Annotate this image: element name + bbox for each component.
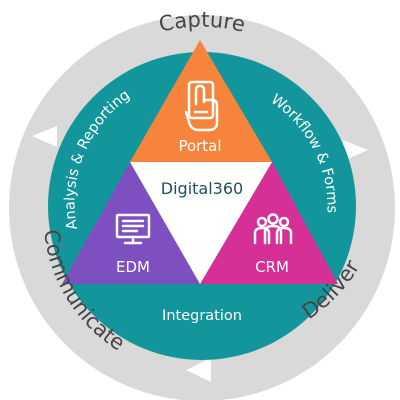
arrow-bottom-icon — [186, 358, 211, 382]
arrow-right-icon — [343, 140, 368, 161]
edm-segment[interactable] — [62, 162, 200, 284]
arrow-left-icon — [32, 126, 57, 147]
people-group-icon — [253, 213, 293, 245]
portal-segment[interactable] — [130, 40, 272, 162]
hand-on-tablet-icon — [184, 80, 219, 132]
crm-label: CRM — [255, 258, 289, 276]
portal-label: Portal — [178, 137, 221, 155]
edm-label: EDM — [116, 258, 150, 276]
integration-label: Integration — [162, 308, 242, 324]
monitor-icon — [115, 213, 151, 245]
center-segment[interactable] — [130, 162, 272, 284]
center-label: Digital360 — [161, 179, 243, 198]
